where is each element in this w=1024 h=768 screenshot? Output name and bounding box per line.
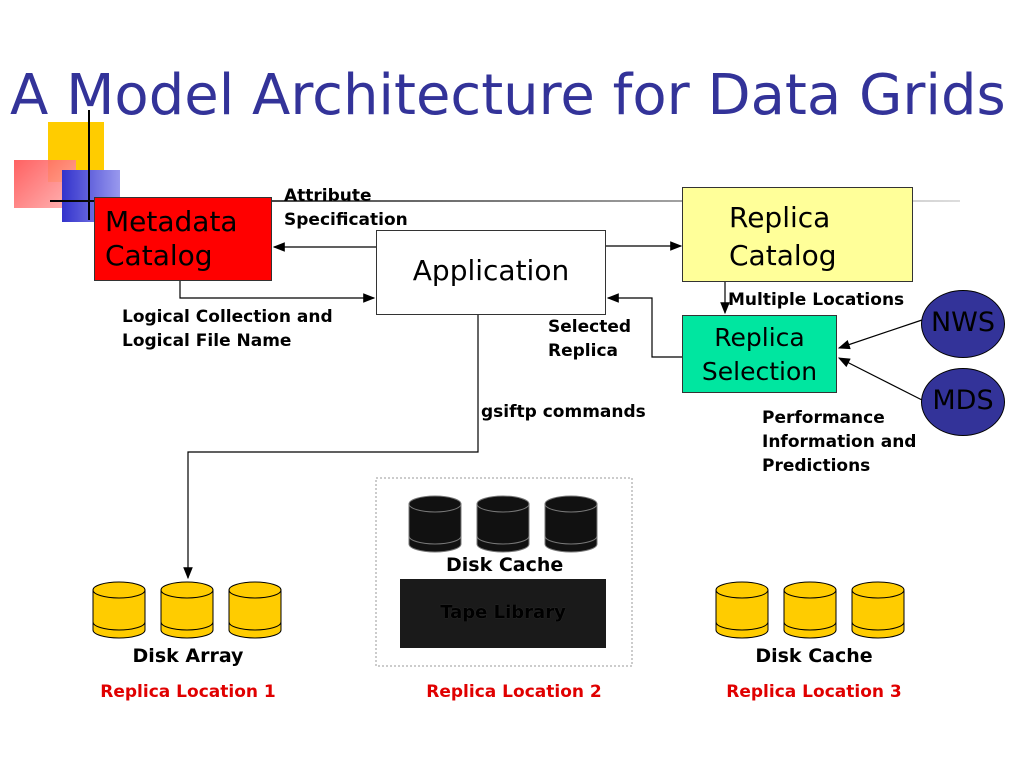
nws-label: NWS [930, 307, 996, 338]
mds-node: MDS [921, 368, 1005, 436]
replica-catalog-box: Replica Catalog [682, 187, 913, 282]
metadata-catalog-label-1: Metadata [105, 205, 238, 238]
attribute-spec-label-2: Specification [284, 210, 408, 230]
replica-catalog-label-2: Catalog [729, 239, 837, 272]
disk-cache-cylinders [408, 495, 598, 553]
application-box: Application [376, 230, 606, 315]
application-label: Application [412, 254, 570, 287]
performance-info-label-2: Information and [762, 432, 917, 452]
decor-horizontal-line [50, 200, 960, 202]
selected-replica-label-1: Selected [548, 317, 632, 337]
multiple-locations-label: Multiple Locations [728, 290, 905, 310]
replica-location-2-name: Replica Location 2 [426, 682, 602, 702]
logical-collection-label-1: Logical Collection and [122, 307, 333, 327]
replica-location-1-name: Replica Location 1 [100, 682, 276, 702]
tape-library-box: Tape Library [400, 579, 606, 648]
slide-title: A Model Architecture for Data Grids [10, 63, 1006, 128]
location-1-caption: Disk Array [132, 645, 244, 667]
metadata-catalog-box: Metadata Catalog [94, 197, 272, 281]
performance-info-label-3: Predictions [762, 456, 871, 476]
replica-location-3-name: Replica Location 3 [726, 682, 902, 702]
location-3-caption: Disk Cache [755, 645, 873, 667]
location-3-cylinders [715, 581, 905, 639]
replica-selection-label-1: Replica [714, 323, 805, 352]
mds-label: MDS [932, 385, 994, 416]
gsiftp-commands-label: gsiftp commands [481, 402, 646, 422]
disk-array-cylinders [92, 581, 282, 639]
location-2-container [375, 477, 633, 667]
nws-node: NWS [921, 290, 1005, 358]
metadata-catalog-label-2: Catalog [105, 239, 213, 272]
replica-selection-label-2: Selection [701, 357, 818, 386]
replica-selection-box: Replica Selection [682, 315, 837, 393]
location-2-caption: Disk Cache [446, 554, 564, 576]
attribute-spec-label-1: Attribute [284, 186, 372, 206]
performance-info-label-1: Performance [762, 408, 885, 428]
decor-vertical-line [88, 110, 90, 220]
logical-collection-label-2: Logical File Name [122, 331, 292, 351]
replica-catalog-label-1: Replica [729, 201, 831, 234]
selected-replica-label-2: Replica [548, 341, 618, 361]
tape-library-label: Tape Library [440, 602, 566, 623]
